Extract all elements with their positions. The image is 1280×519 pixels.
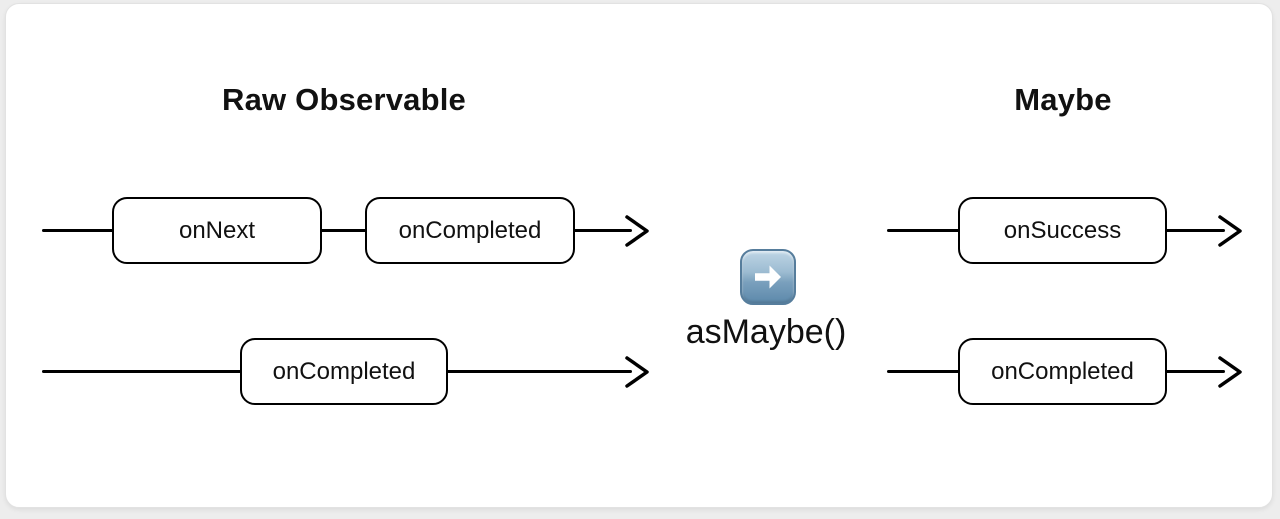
event-box-oncompleted: onCompleted [240, 338, 448, 405]
right-arrow-glyph [755, 265, 781, 289]
event-label: onCompleted [991, 357, 1134, 385]
event-label: onNext [178, 216, 256, 244]
arrowhead-icon [625, 215, 649, 247]
event-box-oncompleted: onCompleted [365, 197, 575, 264]
event-label: onCompleted [272, 357, 416, 385]
right-arrow-emoji [740, 249, 796, 305]
left-panel-title: Raw Observable [221, 82, 467, 117]
transform-operator-label: asMaybe() [685, 313, 847, 351]
arrowhead-icon [1218, 356, 1242, 388]
event-box-onsuccess: onSuccess [958, 197, 1167, 264]
timeline-left-row1 [42, 229, 632, 232]
arrowhead-icon [625, 356, 649, 388]
event-box-onnext: onNext [112, 197, 322, 264]
event-box-oncompleted: onCompleted [958, 338, 1167, 405]
event-label: onSuccess [1003, 216, 1122, 244]
right-panel-title: Maybe [1014, 82, 1112, 117]
event-label: onCompleted [398, 216, 542, 244]
arrowhead-icon [1218, 215, 1242, 247]
